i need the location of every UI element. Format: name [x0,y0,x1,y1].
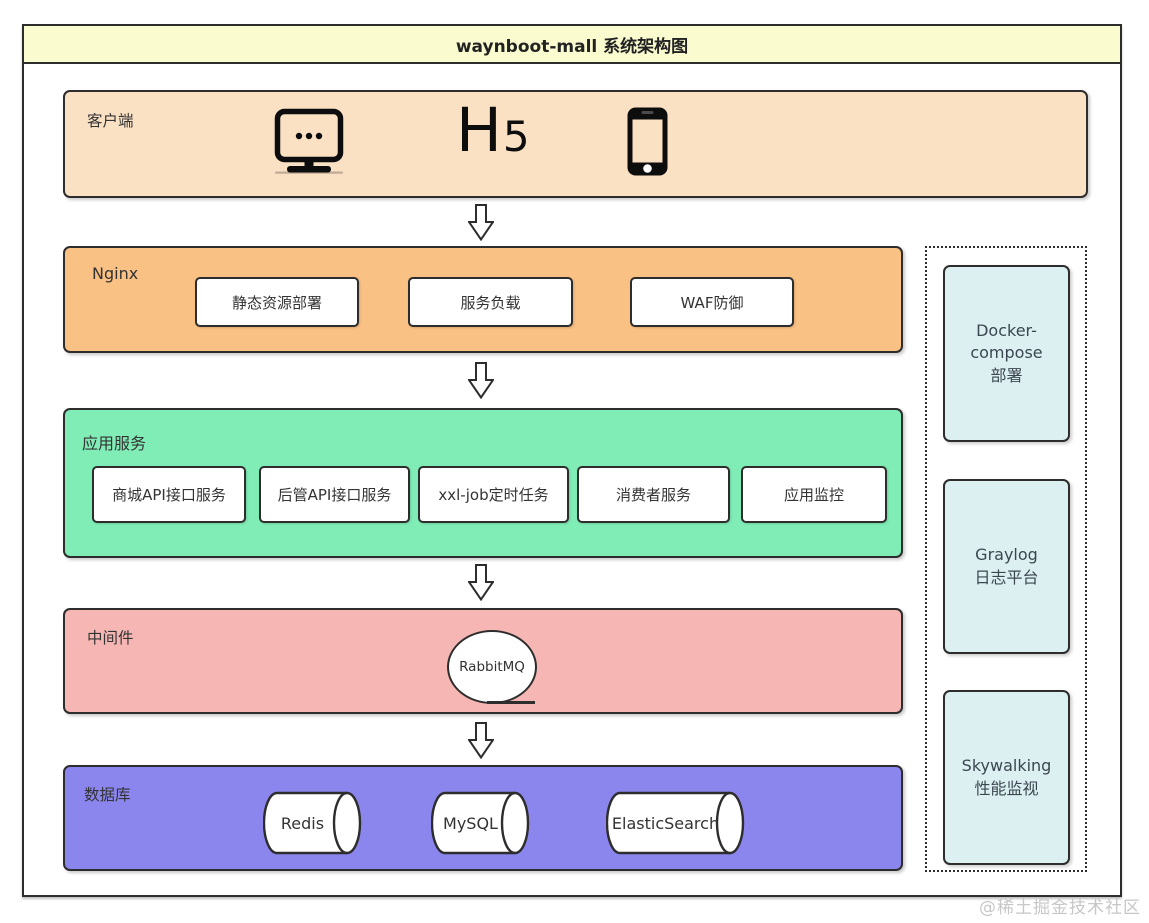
side-box-line: 部署 [990,365,1023,385]
layer-client: 客户端 H5 [63,90,1088,198]
elasticsearch-cylinder: ElasticSearch [606,791,745,855]
layer-middleware-label: 中间件 [87,629,134,647]
cylinder-label: Redis [280,813,325,833]
desktop-monitor-icon [274,108,344,174]
mysql-cylinder: MySQL [431,791,530,855]
rabbitmq-underline [487,701,535,704]
cylinder-label: ElasticSearch [611,813,720,833]
cylinder-icon [263,791,362,855]
side-box-line: 性能监视 [974,778,1039,798]
devops-panel: Docker- compose 部署 Graylog 日志平台 Skywalki… [925,246,1087,872]
diagram-title-bar: waynboot-mall 系统架构图 [24,26,1120,64]
layer-middleware: 中间件 RabbitMQ [63,608,903,714]
nginx-box-waf: WAF防御 [630,277,794,327]
side-box-line: Graylog [975,545,1038,565]
rabbitmq-node: RabbitMQ [447,630,537,704]
app-box-admin-api: 后管API接口服务 [259,466,410,523]
app-box-consumer: 消费者服务 [577,466,730,523]
page-title: waynboot-mall 系统架构图 [455,36,689,57]
cylinder-label: MySQL [443,813,498,833]
nginx-box-static-resources: 静态资源部署 [195,277,359,327]
layer-app-services: 应用服务 商城API接口服务 后管API接口服务 xxl-job定时任务 消费者… [63,408,903,558]
redis-cylinder: Redis [263,791,362,855]
side-box-line: Skywalking [961,756,1052,776]
layer-database-label: 数据库 [84,786,131,804]
app-box-monitoring: 应用监控 [741,466,887,523]
layer-client-label: 客户端 [87,112,134,130]
graylog-box: Graylog 日志平台 [943,479,1070,654]
h5-label: H5 [456,95,531,166]
watermark: @稀土掘金技术社区 [979,898,1141,918]
layer-nginx-label: Nginx [92,264,139,283]
app-box-xxl-job: xxl-job定时任务 [418,466,569,523]
layer-app-services-label: 应用服务 [82,434,147,453]
down-arrow-icon [468,722,494,759]
side-box-line: Docker- [976,320,1037,340]
side-box-line: 日志平台 [974,567,1039,587]
layer-nginx: Nginx 静态资源部署 服务负载 WAF防御 [63,246,903,353]
app-box-mall-api: 商城API接口服务 [92,466,246,523]
cylinder-icon [606,791,745,855]
down-arrow-icon [468,564,494,601]
smartphone-icon [627,107,668,176]
skywalking-box: Skywalking 性能监视 [943,690,1070,865]
down-arrow-icon [468,362,494,399]
side-box-line: compose [970,343,1043,363]
layer-database: 数据库 Redis MySQL ElasticSearch [63,765,903,871]
cylinder-icon [431,791,530,855]
down-arrow-icon [468,204,494,241]
nginx-box-load-balancing: 服务负载 [408,277,573,327]
docker-compose-box: Docker- compose 部署 [943,265,1070,442]
